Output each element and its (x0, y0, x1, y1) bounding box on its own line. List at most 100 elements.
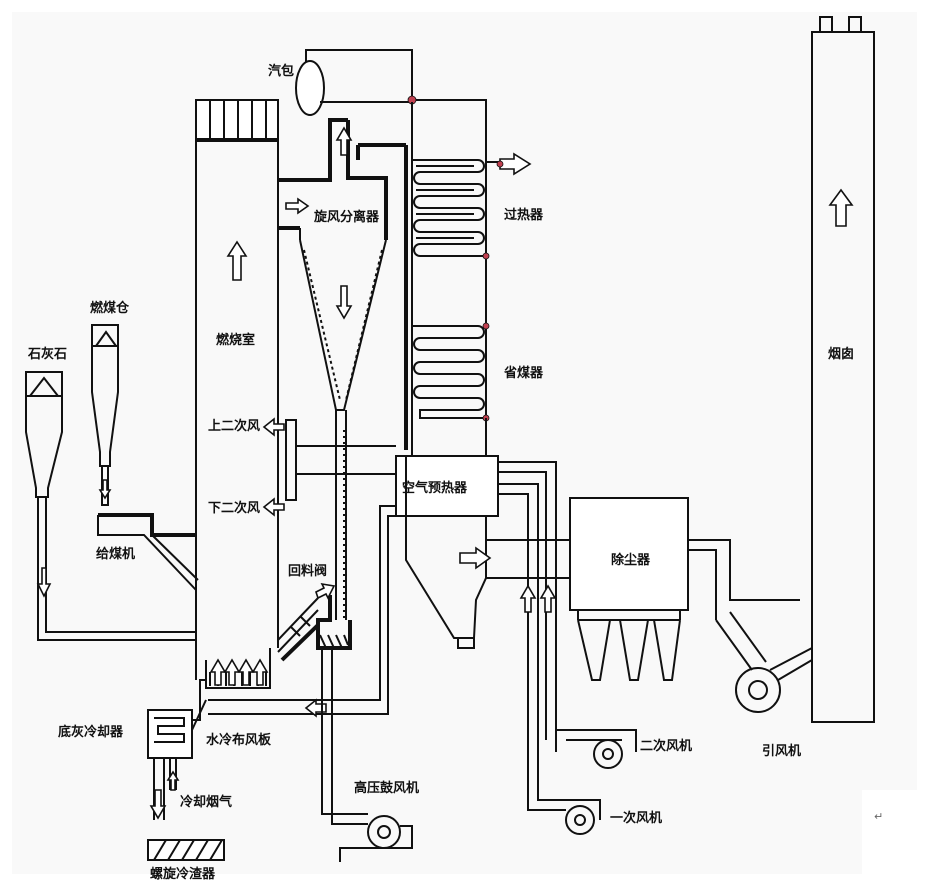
bed-air-arrow-2-icon (223, 658, 241, 686)
label-cooling-flue-gas: 冷却烟气 (180, 794, 232, 810)
label-high-pressure-blower: 高压鼓风机 (354, 780, 419, 796)
hot-air-to-windbox (342, 505, 396, 715)
high-pressure-blower (321, 648, 413, 862)
induced-fan-outlet (769, 647, 813, 681)
ash-cooler-outlet (153, 758, 177, 820)
cyclone-vortex-finder (346, 120, 388, 240)
flue-hopper-right (473, 418, 487, 639)
steam-pipe (305, 49, 487, 418)
loop-seal-arrow-icon (315, 582, 336, 600)
primary-fan-housing (565, 805, 595, 835)
label-secondary-fan: 二次风机 (640, 738, 692, 754)
primary-fan (527, 790, 601, 835)
secondary-fan-duct (555, 729, 637, 752)
label-loop-seal: 回料阀 (288, 563, 327, 579)
label-cyclone: 旋风分离器 (313, 209, 380, 225)
label-chimney: 烟囱 (828, 346, 854, 362)
air-preheater-section (208, 418, 570, 800)
dust-collector-body (569, 497, 689, 611)
hp-blower-hub (377, 825, 391, 839)
flue-arrow-icon (459, 546, 492, 570)
induced-fan-inlet (715, 611, 767, 671)
label-furnace: 燃烧室 (216, 332, 255, 348)
label-induced-draft-fan: 引风机 (762, 743, 801, 759)
label-upper-secondary-air: 上二次风 (208, 418, 260, 434)
secondary-air-line (498, 461, 557, 752)
primary-air-up-arrow-icon (519, 584, 537, 613)
superheater-node-bottom (482, 252, 490, 260)
chimney-up-arrow-icon (828, 188, 854, 227)
loop-seal-hatch (319, 634, 349, 649)
label-coal-feeder: 给煤机 (96, 546, 135, 562)
bed-air-arrow-4-icon (251, 658, 269, 686)
economizer-node-top (482, 322, 490, 330)
coal-feeder-top (98, 513, 196, 537)
induced-fan-hub (748, 680, 768, 700)
secondary-air-up-arrow-icon (539, 584, 557, 613)
coal-bunker (91, 324, 199, 591)
coal-bunker-cone (95, 330, 117, 347)
primary-fan-hub (574, 814, 586, 826)
label-coal-bunker: 燃煤仓 (90, 300, 130, 316)
air-duct-to-furnace (296, 445, 396, 475)
cyclone-inner-cone (303, 249, 383, 401)
label-screw-conveyor: 螺旋冷渣器 (150, 866, 216, 882)
primary-fan-duct (527, 790, 601, 820)
steam-outlet-arrow-icon (499, 152, 532, 176)
induced-fan-housing (735, 667, 781, 713)
furnace-up-arrow-icon (226, 240, 248, 281)
page-corner (862, 790, 929, 886)
label-superheater: 过热器 (504, 207, 544, 223)
ash-cooler (147, 679, 225, 861)
convection-pass (356, 102, 532, 456)
label-ash-cooler: 底灰冷却器 (58, 724, 124, 740)
superheater-node-top (496, 160, 504, 168)
chimney-top-right (848, 16, 862, 33)
bed-air-arrow-1-icon (209, 658, 227, 686)
cyclone-cone (299, 228, 387, 411)
economizer-coil (412, 325, 486, 419)
chimney (811, 16, 875, 723)
label-lower-secondary-air: 下二次风 (208, 500, 260, 516)
lower-secondary-air-arrow-icon (262, 497, 285, 517)
cyclone-down-arrow-icon (335, 285, 353, 320)
coal-down-arrow-icon (98, 479, 112, 500)
coal-feeder-chute (97, 515, 199, 591)
ash-cooler-coil (154, 717, 185, 743)
ash-down-arrow-icon (149, 789, 167, 820)
label-air-preheater: 空气预热器 (402, 480, 468, 496)
secondary-fan (555, 729, 637, 769)
secondary-fan-housing (593, 739, 623, 769)
loop-seal-body (316, 595, 352, 650)
labels: 石灰石 燃煤仓 给煤机 燃烧室 上二次风 下二次风 回料阀 汽包 旋风分离器 过… (27, 63, 883, 882)
label-economizer: 省煤器 (503, 365, 544, 381)
bed-air-arrow-3-icon (237, 658, 255, 686)
wind-box (205, 648, 271, 689)
ash-cooler-inlet (191, 679, 207, 731)
loop-seal-return-thick (280, 623, 320, 662)
superheater-coil-inner (416, 165, 474, 239)
secondary-air-duct (285, 419, 297, 501)
hp-blower-housing (367, 815, 401, 849)
cooling-gas-up-arrow-icon (166, 770, 180, 791)
chimney-top-left (819, 16, 833, 33)
flue-to-fan (688, 539, 800, 620)
cyclone-inlet-arrow-icon (285, 197, 310, 215)
limestone-down-arrow-icon (36, 567, 52, 598)
cyclone-dipleg-hatch (335, 430, 345, 620)
hp-blower-duct (321, 648, 413, 862)
coal-chute (101, 466, 109, 506)
label-primary-fan: 一次风机 (610, 810, 662, 826)
label-limestone: 石灰石 (27, 346, 67, 362)
air-preheater-box (395, 455, 499, 517)
paragraph-mark: ↵ (874, 810, 883, 823)
furnace-walls (195, 140, 279, 680)
upper-secondary-air-arrow-icon (262, 417, 285, 437)
limestone-silo (25, 371, 196, 641)
dust-collector-hoppers (577, 619, 681, 681)
loop-seal (277, 582, 352, 662)
label-wind-cap-plate: 水冷布风板 (206, 732, 272, 748)
furnace-top-tubes (209, 100, 267, 140)
